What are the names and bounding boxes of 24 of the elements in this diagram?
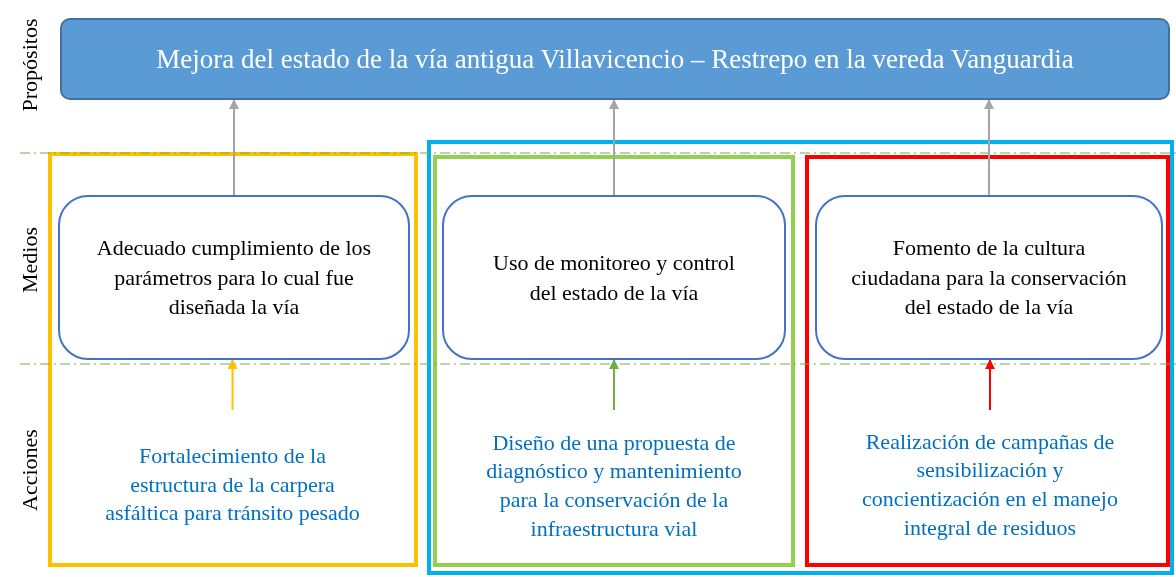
row-label: Propósitos <box>17 18 43 112</box>
means-box <box>815 195 1163 360</box>
means-box <box>442 195 786 360</box>
group-frame <box>805 155 1170 567</box>
means-box <box>58 195 410 360</box>
row-label: Medios <box>17 227 43 293</box>
box-text: Uso de monitoreo y control del estado de la vía <box>492 248 736 307</box>
group-frame <box>433 155 795 567</box>
box-text: Adecuado cumplimiento de los parámetros para lo cual fue diseñada la vía <box>95 233 373 322</box>
arrow <box>227 359 238 411</box>
arrow <box>229 99 239 196</box>
arrow <box>609 99 619 196</box>
group-frame <box>427 140 1174 575</box>
arrow <box>609 359 619 411</box>
arrow <box>985 359 995 411</box>
box-text: Mejora del estado de la vía antigua Villavicencio – Restrepo en la vereda Vanguardia <box>156 43 1074 75</box>
row-label: Acciones <box>17 429 43 511</box>
box-text: Fomento de la cultura ciudadana para la conservación del estado de la vía <box>851 233 1127 322</box>
purpose-box <box>60 18 1170 100</box>
action-text: Realización de campañas de sensibilización y concientización en el manejo integral de residuos <box>815 410 1165 560</box>
arrow <box>984 99 994 196</box>
action-text: Diseño de una propuesta de diagnóstico y mantenimiento para la conservación de la infraestructura vial <box>440 410 788 562</box>
action-text: Fortalecimiento de la estructura de la carpera asfáltica para tránsito pesado <box>60 410 405 560</box>
group-frame <box>48 152 418 567</box>
